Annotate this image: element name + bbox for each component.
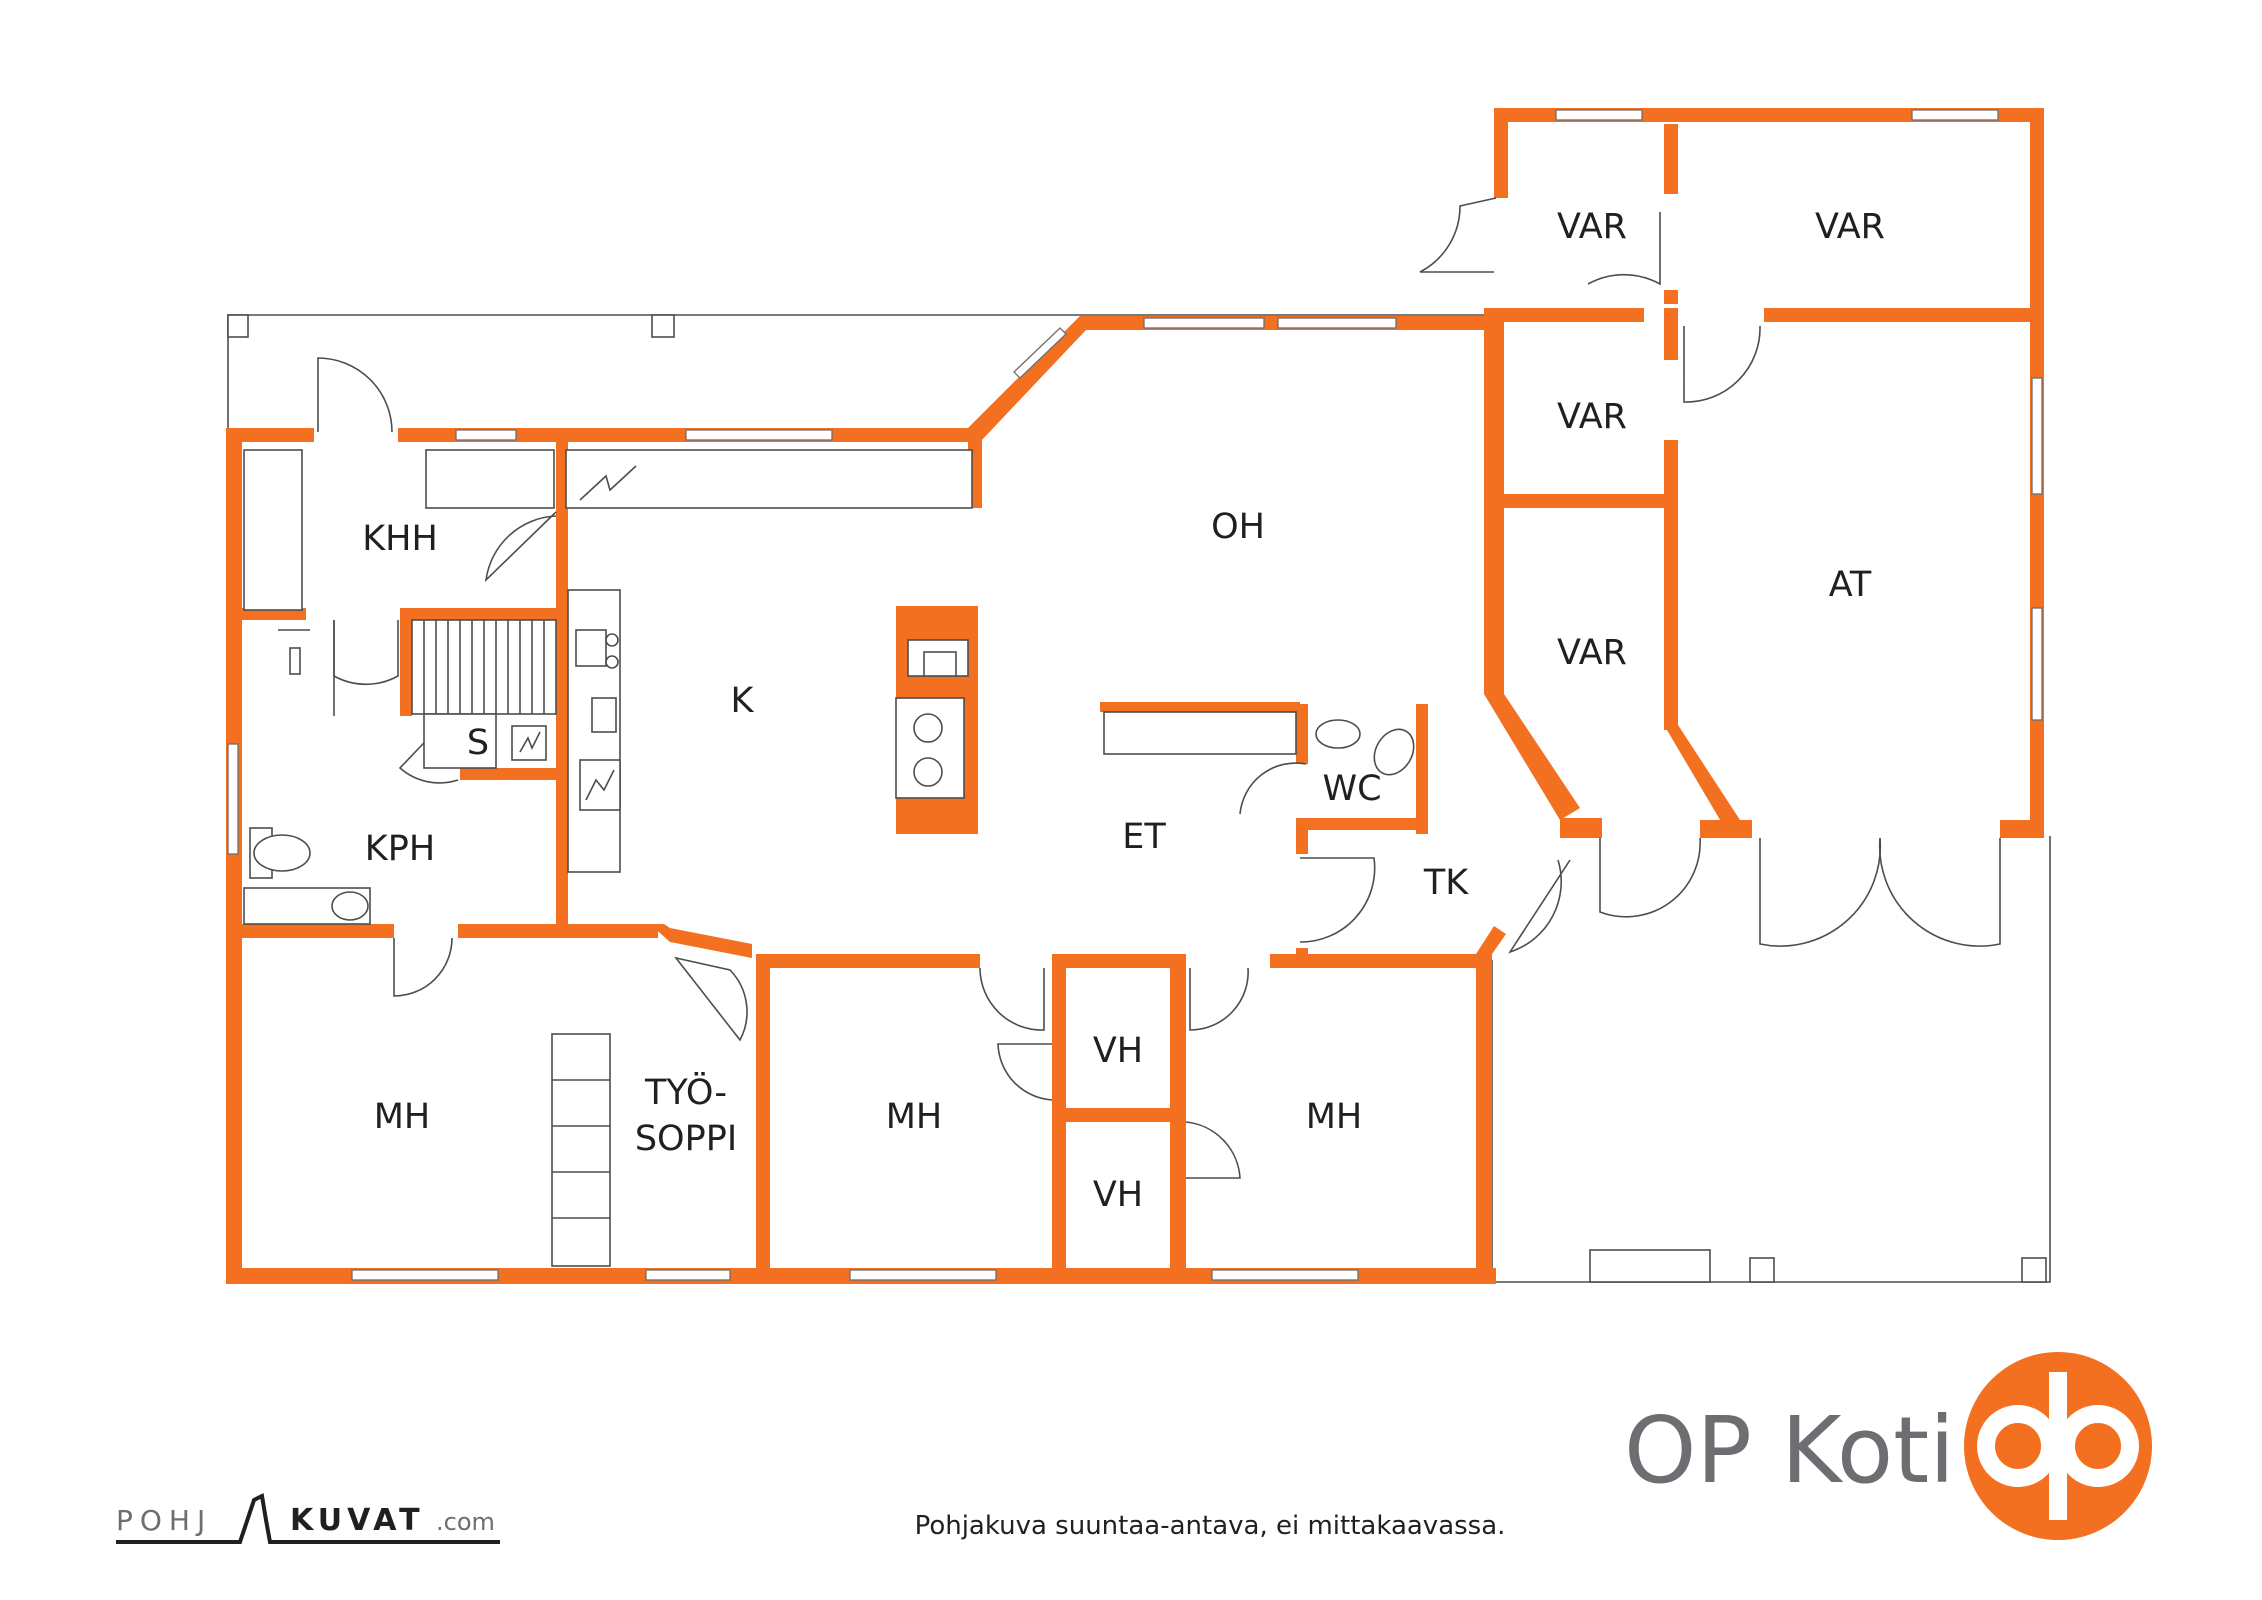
room-label-oh: OH (1211, 507, 1265, 547)
room-label-mh-3: MH (1306, 1097, 1363, 1137)
windows (227, 109, 2043, 1281)
room-label-var-4: VAR (1557, 633, 1627, 673)
room-label-at: AT (1829, 565, 1872, 605)
watermark-suffix: .com (436, 1508, 495, 1536)
room-labels: VAR VAR VAR VAR KHH OH AT K S WC KPH ET … (362, 207, 1885, 1215)
room-label-et: ET (1122, 817, 1166, 857)
room-label-s: S (467, 723, 489, 763)
room-label-wc: WC (1322, 769, 1381, 809)
room-label-k: K (731, 681, 755, 721)
room-label-tyosoppi-line2: SOPPI (635, 1119, 737, 1159)
disclaimer-text: Pohjakuva suuntaa-antava, ei mittakaavas… (915, 1511, 1506, 1541)
watermark-part1: POHJ (116, 1504, 212, 1537)
room-label-var-3: VAR (1557, 397, 1627, 437)
room-label-vh-1: VH (1093, 1031, 1143, 1071)
room-label-mh-1: MH (374, 1097, 431, 1137)
room-label-tk: TK (1423, 863, 1469, 903)
brand: OP Koti (1624, 1352, 2152, 1540)
room-label-var-2: VAR (1815, 207, 1885, 247)
room-label-vh-2: VH (1093, 1175, 1143, 1215)
room-label-tyosoppi-line1: TYÖ- (644, 1071, 727, 1113)
stair-treads (423, 620, 545, 714)
room-label-khh: KHH (362, 519, 438, 559)
pohjakuvat-watermark: POHJ KUVAT .com (116, 1493, 500, 1544)
terrace-outlines (227, 314, 2051, 1283)
doors (317, 197, 2001, 1179)
room-label-mh-2: MH (886, 1097, 943, 1137)
room-label-kph: KPH (365, 829, 435, 869)
watermark-part2: KUVAT (290, 1503, 425, 1538)
op-logo-icon (1964, 1352, 2152, 1540)
room-label-var-1: VAR (1557, 207, 1627, 247)
brand-name: OP Koti (1624, 1397, 1955, 1504)
fixtures (243, 449, 1415, 1267)
